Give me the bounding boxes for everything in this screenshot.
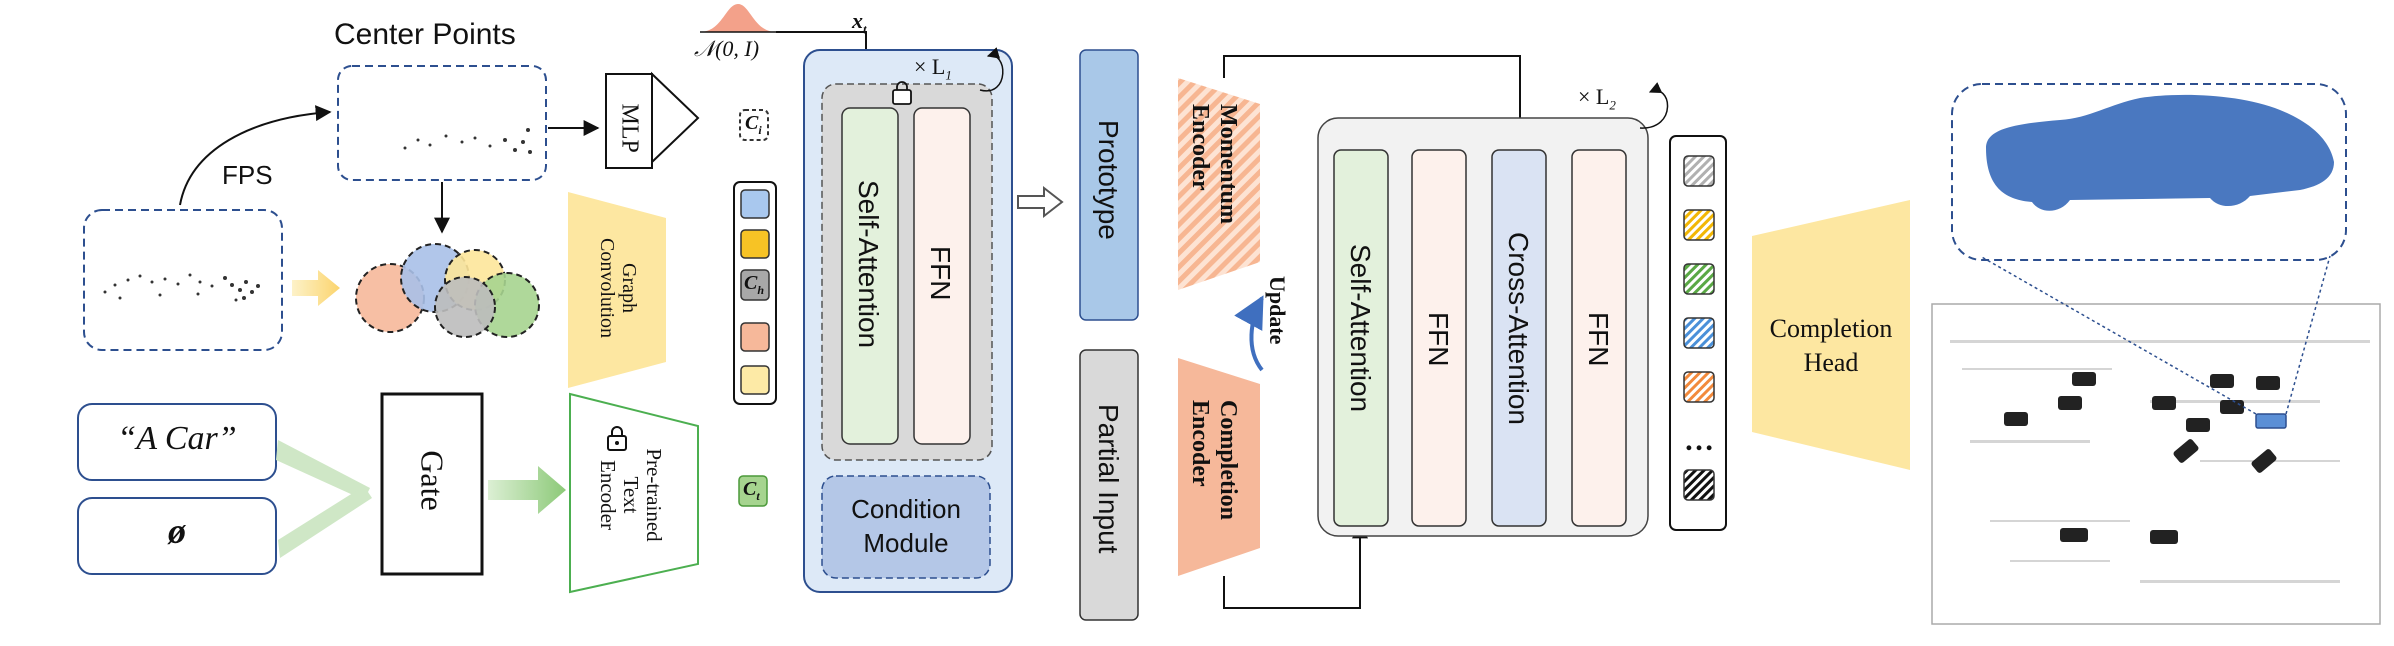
text-encoder-label: Pre-trained Text Encoder bbox=[596, 448, 667, 542]
point-group-clusters bbox=[355, 243, 540, 338]
token-blue bbox=[740, 189, 770, 219]
text-empty-box bbox=[77, 497, 277, 575]
mlp-trapezoid bbox=[651, 71, 700, 165]
update-label: Update bbox=[1265, 276, 1290, 345]
prototype-box bbox=[1079, 49, 1139, 321]
token-yellow bbox=[740, 229, 770, 259]
denoiser-repeat-loop bbox=[979, 47, 1004, 92]
momentum-encoder-trapezoid bbox=[1178, 78, 1260, 290]
center-points-box bbox=[337, 65, 547, 181]
decoder-self-attention-label: Self-Attention bbox=[1345, 244, 1376, 413]
completion-head-trapezoid bbox=[1752, 200, 1910, 470]
ci-token bbox=[739, 109, 769, 141]
center-points-title: Center Points bbox=[334, 18, 516, 51]
decoder-repeat-label: × L2 bbox=[1578, 84, 1616, 113]
mlp-label: MLP bbox=[616, 103, 643, 153]
gate-to-encoder-arrow bbox=[488, 466, 566, 514]
pointcloud-to-group-arrow bbox=[292, 270, 340, 306]
completion-head-label: Completion Head bbox=[1769, 314, 1893, 377]
gate-label: Gate bbox=[414, 450, 451, 511]
decoder-ffn2-label: FFN bbox=[1583, 312, 1614, 367]
ct-token-label: Ct bbox=[743, 478, 760, 503]
denoiser-lock-icon bbox=[892, 81, 912, 105]
lidar-scene-box bbox=[1931, 303, 2381, 625]
gaussian-label: 𝒩(0, I) bbox=[694, 36, 760, 61]
ch-token-label: Ch bbox=[744, 272, 765, 297]
xt-label: xt bbox=[852, 8, 867, 37]
output-token-gray bbox=[1683, 155, 1715, 187]
output-token-orange bbox=[1683, 371, 1715, 403]
text-empty-label: ø bbox=[168, 511, 186, 551]
output-token-yellow bbox=[1683, 209, 1715, 241]
gaussian-curve-icon bbox=[700, 4, 776, 32]
token-light-yellow bbox=[740, 365, 770, 395]
completion-to-decoder-line bbox=[1223, 522, 1368, 609]
text-to-gate-arrow-1 bbox=[276, 440, 370, 500]
update-arrow bbox=[1234, 295, 1264, 372]
decoder-panel bbox=[1317, 117, 1649, 537]
text-a-car-label: “A Car” bbox=[117, 420, 237, 457]
fps-label: FPS bbox=[222, 160, 273, 190]
denoiser-self-attention-label: Self-Attention bbox=[853, 180, 884, 349]
decoder-self-attention-box bbox=[1333, 149, 1389, 527]
lock-icon bbox=[607, 426, 627, 451]
completion-encoder-trapezoid bbox=[1178, 358, 1260, 576]
momentum-to-cross-attention-line bbox=[1223, 55, 1528, 150]
ch-token bbox=[740, 269, 770, 301]
decoder-cross-attention-box bbox=[1491, 149, 1547, 527]
denoiser-repeat-label: × L1 bbox=[914, 54, 952, 83]
text-encoder-trapezoid bbox=[569, 392, 699, 594]
completed-car-pointcloud bbox=[1986, 94, 2334, 211]
decoder-ffn1-label: FFN bbox=[1423, 312, 1454, 367]
output-token-blue bbox=[1683, 317, 1715, 349]
graph-convolution-trapezoid bbox=[568, 192, 666, 388]
center-points-dots bbox=[403, 128, 532, 154]
decoder-ffn1-box bbox=[1411, 149, 1467, 527]
text-to-gate-arrow-2 bbox=[278, 486, 372, 558]
mlp-box bbox=[605, 73, 653, 169]
condition-module-box bbox=[821, 475, 991, 579]
lidar-scene-cars bbox=[2004, 372, 2280, 544]
denoiser-to-prototype-arrow bbox=[1017, 185, 1064, 219]
graph-convolution-label: Graph Convolution bbox=[596, 238, 640, 339]
output-token-ellipsis: … bbox=[1684, 424, 1714, 457]
ci-token-label: Ci bbox=[745, 112, 762, 137]
token-orange bbox=[740, 322, 770, 352]
output-token-black bbox=[1683, 469, 1715, 501]
completion-encoder-label: Completion Encoder bbox=[1187, 400, 1241, 520]
output-token-green bbox=[1683, 263, 1715, 295]
fps-arrow bbox=[179, 105, 332, 206]
input-pointcloud-dots bbox=[103, 273, 260, 302]
denoiser-self-attention-box bbox=[841, 107, 899, 445]
ct-token bbox=[738, 475, 768, 507]
decoder-repeat-loop bbox=[1639, 82, 1669, 129]
condition-module-label: Condition Module bbox=[851, 494, 961, 558]
text-a-car-box bbox=[77, 403, 277, 481]
partial-input-label: Partial Input bbox=[1093, 404, 1124, 554]
target-car-marker bbox=[2255, 413, 2287, 429]
denoiser-ffn-label: FFN bbox=[925, 246, 956, 301]
decoder-cross-attention-label: Cross-Attention bbox=[1503, 232, 1534, 425]
input-pointcloud-box bbox=[83, 209, 283, 351]
partial-input-box bbox=[1079, 349, 1139, 621]
zoom-line-1 bbox=[1979, 255, 2257, 415]
decoder-ffn2-box bbox=[1571, 149, 1627, 527]
gate-box bbox=[380, 392, 484, 576]
prototype-label: Prototype bbox=[1093, 120, 1124, 240]
momentum-encoder-label: Momentum Encoder bbox=[1187, 104, 1241, 224]
denoiser-ffn-box bbox=[913, 107, 971, 445]
